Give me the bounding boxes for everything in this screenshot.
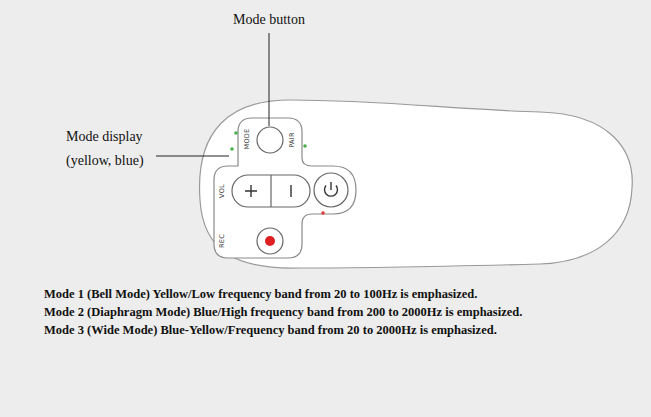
panel-marking: MODE	[243, 128, 251, 149]
pair-led	[303, 144, 307, 148]
volume-divider	[270, 175, 271, 207]
rec-dot	[265, 236, 275, 246]
mode-button	[257, 127, 283, 153]
control-panel-outline	[214, 118, 356, 258]
panel-marking: VOL	[218, 184, 226, 198]
panel-marking: REC	[218, 234, 226, 248]
plus-symbol	[245, 185, 257, 197]
mode-display-leader	[156, 156, 229, 157]
minus-symbol	[290, 185, 291, 197]
mode-led-yellow	[234, 131, 238, 135]
callout-label: Mode button	[233, 12, 305, 28]
mode-led-blue	[230, 147, 234, 151]
power-led	[321, 211, 325, 215]
mode-note: Mode 1 (Bell Mode) Yellow/Low frequency …	[44, 287, 477, 302]
mode-button-leader	[269, 33, 270, 126]
mode-note: Mode 2 (Diaphragm Mode) Blue/High freque…	[44, 305, 522, 320]
power-symbol	[325, 182, 338, 196]
rec-button	[257, 228, 283, 254]
callout-label: Mode display (yellow, blue)	[66, 125, 158, 173]
mode-note: Mode 3 (Wide Mode) Blue-Yellow/Frequency…	[44, 323, 497, 338]
power-button	[314, 173, 348, 207]
device-body	[200, 100, 633, 268]
volume-button	[232, 175, 310, 207]
panel-marking: PAIR	[288, 132, 296, 148]
